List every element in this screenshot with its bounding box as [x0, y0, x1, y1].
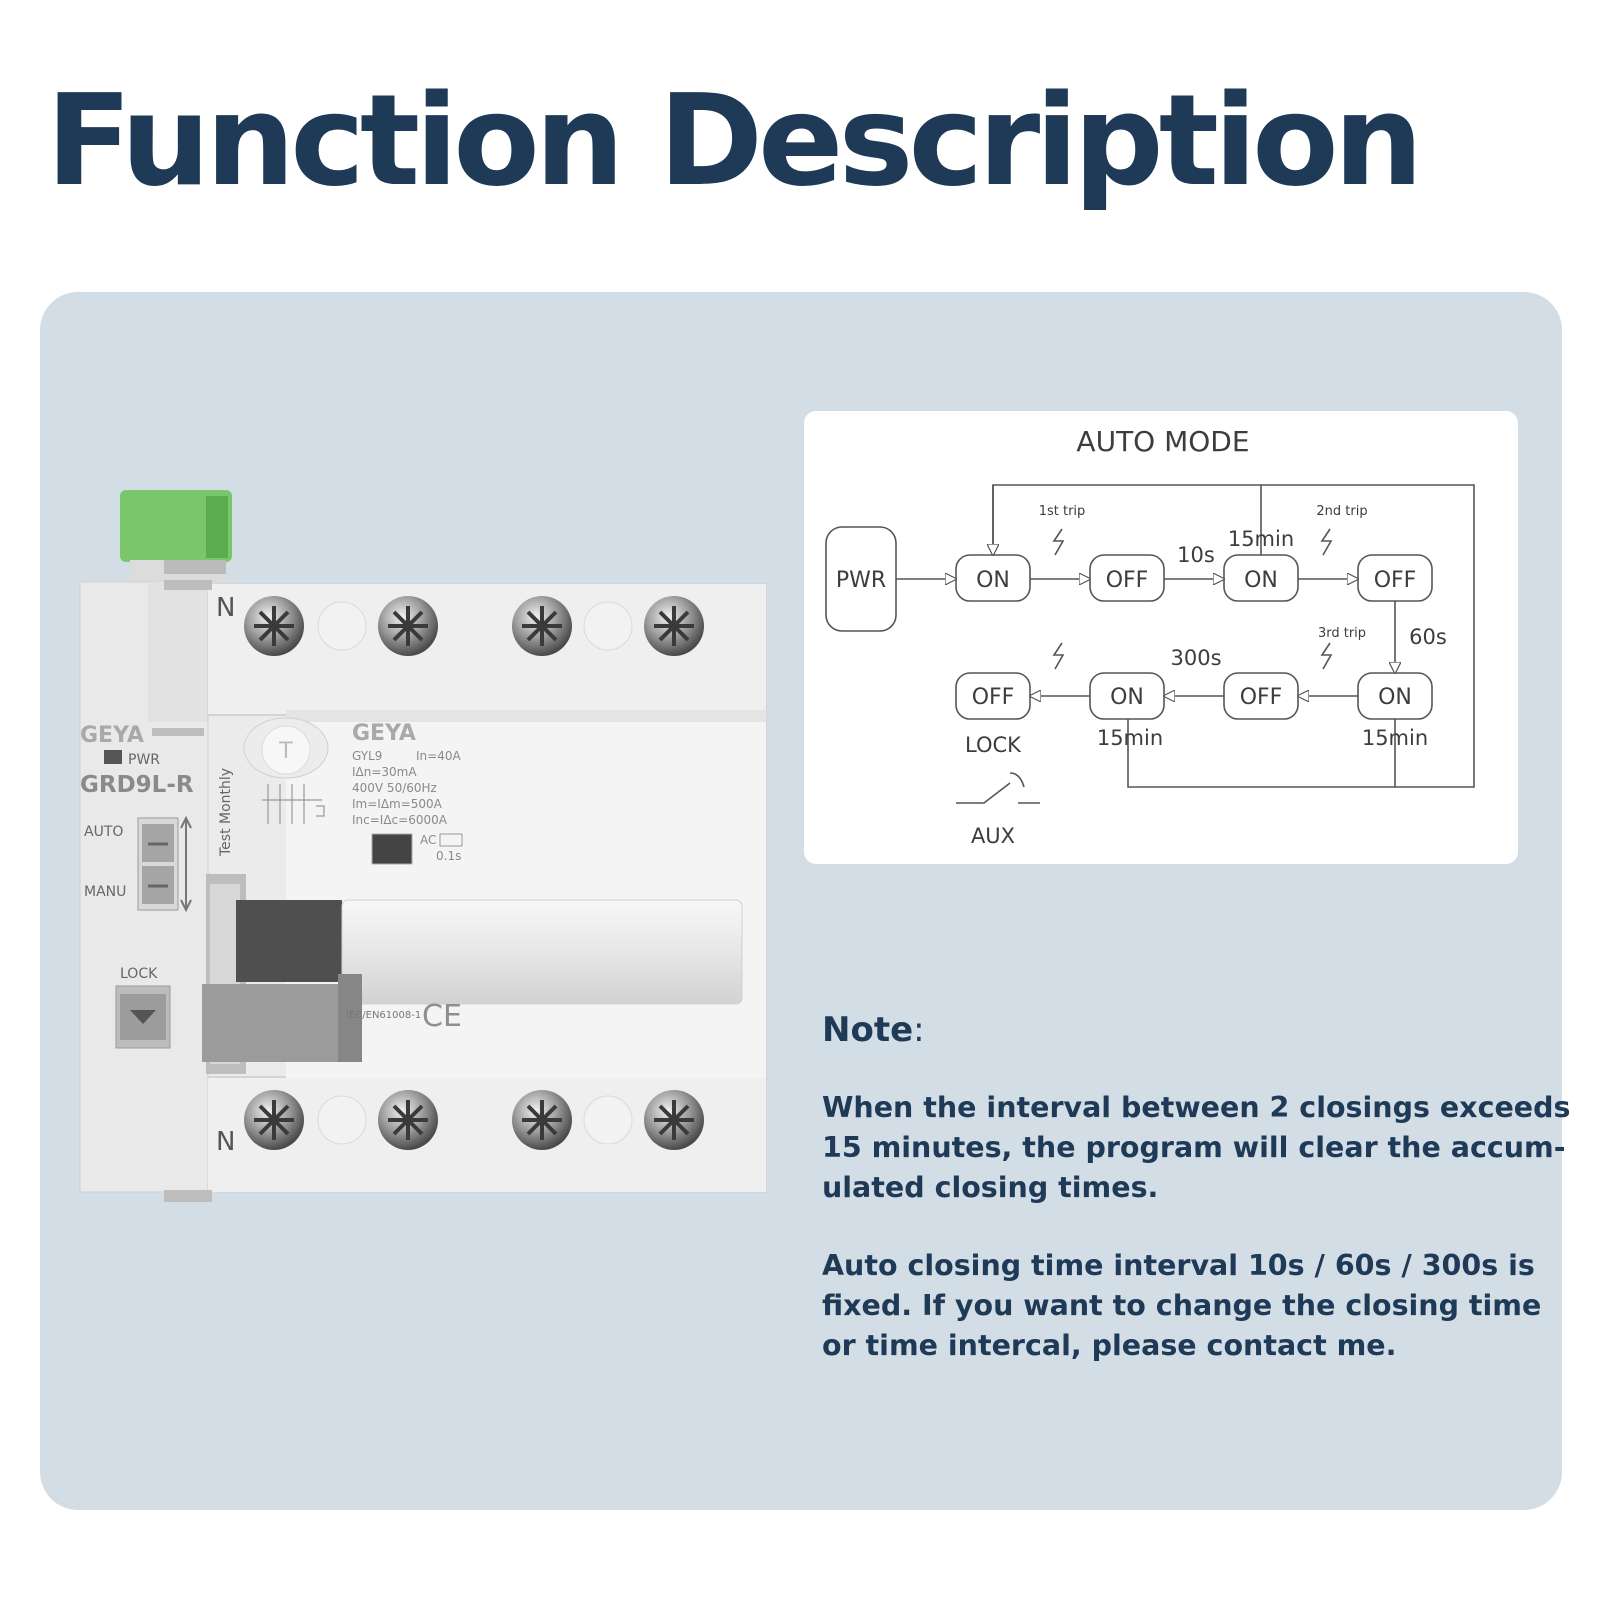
note-p1-line: ulated closing times.: [822, 1171, 1159, 1204]
flow-node-off4: OFF: [972, 685, 1015, 710]
interval-15min-a: 15min: [1228, 527, 1294, 551]
auto-mode-flow-diagram: AUTO MODE: [825, 425, 1475, 848]
trip-label-3: 3rd trip: [1318, 626, 1366, 641]
test-button[interactable]: T: [243, 717, 329, 779]
interval-15min-b: 15min: [1097, 726, 1163, 750]
note-paragraph-1: When the interval between 2 closings exc…: [822, 1088, 1571, 1208]
brand-logo: GEYA: [352, 721, 416, 746]
manual-mode-label: MANU: [84, 884, 126, 900]
note-p2-line: Auto closing time interval 10s / 60s / 3…: [822, 1249, 1535, 1282]
flow-node-pwr: PWR: [836, 568, 886, 593]
note-p1-line: When the interval between 2 closings exc…: [822, 1091, 1571, 1124]
flow-node-on4: ON: [1110, 685, 1144, 710]
lock-slider[interactable]: [115, 985, 171, 1049]
flow-title: AUTO MODE: [1076, 425, 1249, 458]
auto-mode-label: AUTO: [84, 824, 123, 840]
note-paragraph-2: Auto closing time interval 10s / 60s / 3…: [822, 1246, 1541, 1366]
note-heading: Note:: [822, 1010, 925, 1050]
note-heading-colon: :: [913, 1010, 925, 1050]
note-p1-line: 15 minutes, the program will clear the a…: [822, 1131, 1566, 1164]
page-title: Function Description: [46, 67, 1423, 214]
toggle-handle[interactable]: [202, 874, 743, 1074]
interval-300s: 300s: [1170, 646, 1221, 670]
flow-node-off1: OFF: [1106, 568, 1149, 593]
flow-node-off2: OFF: [1374, 568, 1417, 593]
aux-label: AUX: [971, 824, 1015, 848]
interval-60s: 60s: [1409, 625, 1447, 649]
bottom-terminal-screws: [244, 1090, 704, 1150]
interval-15min-c: 15min: [1362, 726, 1428, 750]
flow-node-on2: ON: [1244, 568, 1278, 593]
test-button-letter: T: [278, 739, 293, 764]
spec-ac-type: AC: [420, 833, 436, 847]
trip-label-1: 1st trip: [1039, 504, 1086, 519]
standard-label: IEC/EN61008-1: [346, 1010, 421, 1021]
spec-voltage: 400V 50/60Hz: [352, 781, 437, 795]
spec-rating: In=40A: [416, 749, 461, 763]
lock-label: LOCK: [120, 966, 158, 982]
spec-short-circuit: Inc=IΔc=6000A: [352, 813, 448, 827]
note-p2-line: or time intercal, please contact me.: [822, 1329, 1397, 1362]
aux-terminal: [120, 490, 232, 586]
interval-10s: 10s: [1177, 543, 1215, 567]
mode-switch[interactable]: [137, 817, 179, 911]
flow-node-off3: OFF: [1240, 685, 1283, 710]
top-terminal-screws: [244, 596, 704, 656]
spec-making-capacity: Im=IΔm=500A: [352, 797, 443, 811]
note-p2-line: fixed. If you want to change the closing…: [822, 1289, 1542, 1322]
note-heading-text: Note: [822, 1010, 914, 1050]
ce-mark: CE: [422, 999, 462, 1034]
neutral-label-top: N: [216, 593, 235, 623]
brand-logo-left: GEYA: [80, 723, 144, 748]
model-label: GRD9L-R: [80, 772, 194, 798]
aux-contact-symbol: [956, 772, 1040, 804]
spec-residual-current: IΔn=30mA: [352, 765, 417, 779]
rcd-device-illustration: N N GEYA PWR GRD9L-R AUTO MANU: [79, 490, 767, 1202]
trip-label-2: 2nd trip: [1316, 504, 1367, 519]
neutral-label-bottom: N: [216, 1127, 235, 1157]
auto-mode-card: AUTO MODE: [804, 411, 1518, 864]
pwr-indicator-label: PWR: [128, 752, 160, 768]
lock-state-label: LOCK: [965, 733, 1022, 757]
flow-node-on1: ON: [976, 568, 1010, 593]
wiring-schematic: [262, 784, 325, 824]
test-monthly-label: Test Monthly: [218, 768, 234, 857]
flow-node-on3: ON: [1378, 685, 1412, 710]
spec-trip-time: 0.1s: [436, 849, 461, 863]
spec-model: GYL9: [352, 749, 382, 763]
